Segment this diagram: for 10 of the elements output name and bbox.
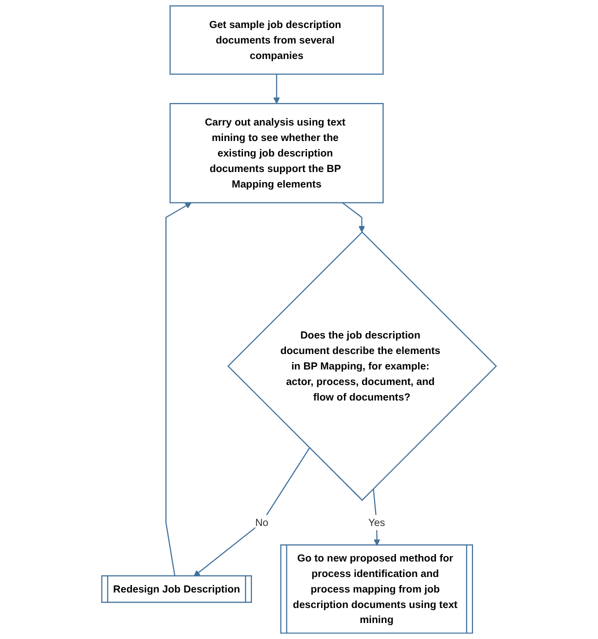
node-box: Get sample job description documents from several companies <box>170 5 384 75</box>
arrow <box>165 202 192 576</box>
node-diamond: Does the job description document describe the elements in BP Mapping, for example: actor, process, document, and flow of documents? <box>227 231 497 501</box>
arrow <box>372 488 380 546</box>
node-box: Carry out analysis using text mining to see whether the existing job description documents support the BP Mapping elements <box>170 103 384 204</box>
edge-label: Yes <box>368 516 386 528</box>
arrow <box>273 74 280 104</box>
arrow <box>342 202 366 232</box>
arrow <box>194 448 310 576</box>
edge-label: No <box>255 516 268 528</box>
